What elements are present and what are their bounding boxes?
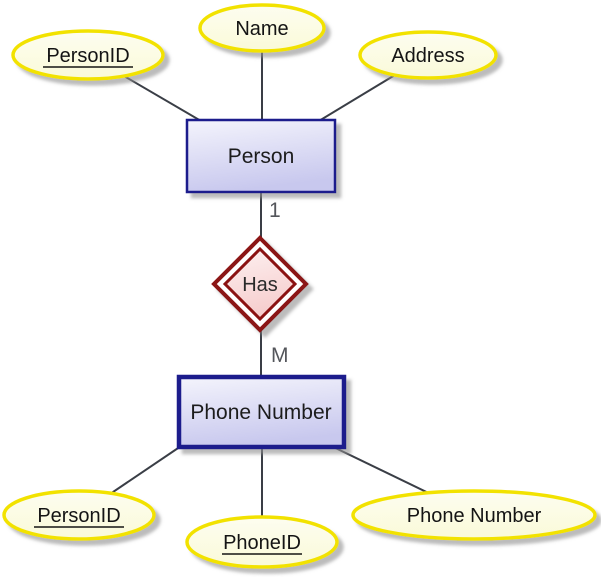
- attribute-person-address: Address: [358, 30, 498, 80]
- cardinality-label-many: M: [271, 344, 289, 367]
- attribute-phone-phoneid-label: PhoneID: [223, 532, 301, 554]
- relationship-has: Has: [211, 235, 309, 333]
- attribute-person-address-label: Address: [391, 45, 464, 67]
- attribute-person-personid-label: PersonID: [46, 45, 129, 67]
- attribute-person-name-ellipse: [198, 3, 326, 53]
- attribute-phone-personid: PersonID: [2, 489, 156, 541]
- attribute-person-address-ellipse: [358, 30, 498, 80]
- attribute-phone-phonenumber-ellipse: [351, 489, 597, 541]
- cardinality-label-one: 1: [269, 199, 281, 222]
- entity-phone-number-label: Phone Number: [190, 401, 331, 424]
- attribute-person-name: Name: [198, 3, 326, 53]
- entity-person-label: Person: [228, 145, 295, 168]
- attribute-person-personid: PersonID: [11, 29, 165, 81]
- attribute-person-name-label: Name: [235, 18, 288, 40]
- relationship-has-inner-diamond: [222, 246, 298, 322]
- entity-person-box: [185, 118, 337, 194]
- entity-person: Person: [185, 118, 337, 194]
- entity-phone-number-box: [176, 374, 347, 450]
- attribute-phone-phoneid: PhoneID: [185, 515, 339, 569]
- attribute-phone-phonenumber-label: Phone Number: [407, 505, 542, 527]
- attribute-phone-phonenumber: Phone Number: [351, 489, 597, 541]
- entity-phone-number: Phone Number: [176, 374, 347, 450]
- cardinality-labels: 1 M: [269, 199, 289, 367]
- attribute-phone-personid-label: PersonID: [37, 505, 120, 527]
- relationship-has-label: Has: [242, 274, 278, 296]
